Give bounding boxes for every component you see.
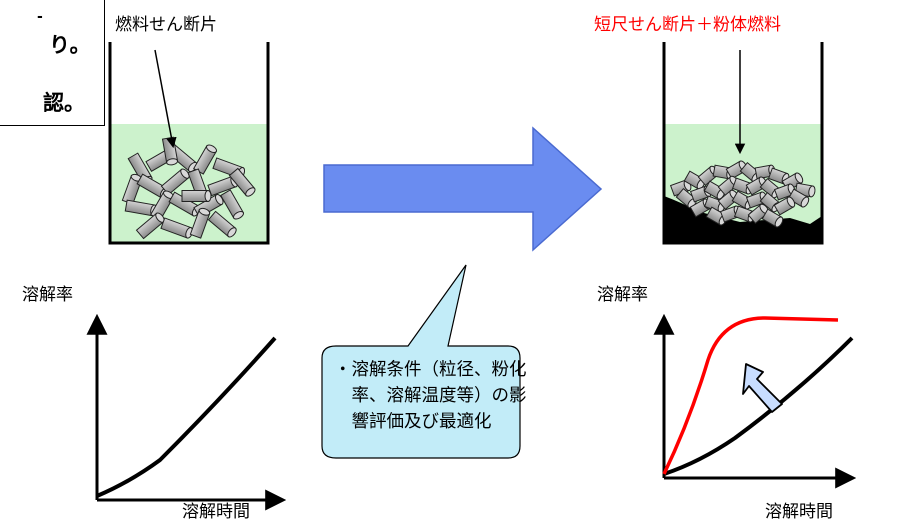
left-dissolution-curve (96, 336, 277, 498)
left-x-axis-label: 溶解時間 (182, 502, 250, 522)
bubble-text: ・溶解条件（粒径、粉化 率、溶解温度等）の影 響評価及び最適化 (334, 357, 527, 435)
speech-bubble (321, 264, 521, 459)
fuel-pellet (773, 196, 796, 216)
right-baseline-curve (663, 336, 854, 476)
fuel-pellet (193, 144, 217, 175)
fuel-pellet (207, 210, 237, 238)
left-y-axis-label: 溶解率 (22, 285, 73, 305)
process-arrow (323, 126, 603, 252)
note-line-2: 認。 (43, 91, 85, 115)
right-pellet-pile (669, 160, 816, 228)
fuel-pellet (160, 168, 190, 196)
fuel-pellet (189, 207, 211, 239)
fuel-pellet (745, 176, 768, 196)
right-y-axis-label: 溶解率 (597, 285, 648, 305)
right-beaker-title: 短尺せん断片＋粉体燃料 (594, 15, 781, 35)
fuel-pellet (181, 190, 212, 202)
right-improved-curve (662, 316, 839, 475)
fuel-pellet (761, 208, 784, 228)
powder-fuel (664, 196, 822, 243)
note-clipped-mark: ‐ (37, 9, 43, 25)
fuel-pellet (160, 217, 194, 239)
left-beaker-title: 燃料せん断片 (115, 15, 217, 35)
right-graph (653, 313, 857, 489)
left-pointer-arrow (154, 49, 177, 149)
right-x-axis-label: 溶解時間 (765, 502, 833, 522)
bubble-line-3: 響評価及び最適化 (334, 412, 492, 432)
fuel-pellet (220, 189, 244, 220)
improvement-arrow (742, 363, 783, 413)
fuel-pellet (787, 188, 810, 208)
bubble-line-2: 率、溶解温度等）の影 (334, 386, 527, 406)
left-graph (86, 313, 287, 511)
left-pellet-pile (121, 136, 256, 240)
fuel-pellet (683, 170, 706, 190)
bubble-line-1: ・溶解条件（粒径、粉化 (334, 360, 527, 380)
fuel-pellet (135, 212, 165, 240)
note-line-1: り。 (49, 33, 91, 57)
note-box: ‐ り。 認。 (0, 0, 105, 126)
fuel-pellet (228, 167, 256, 197)
